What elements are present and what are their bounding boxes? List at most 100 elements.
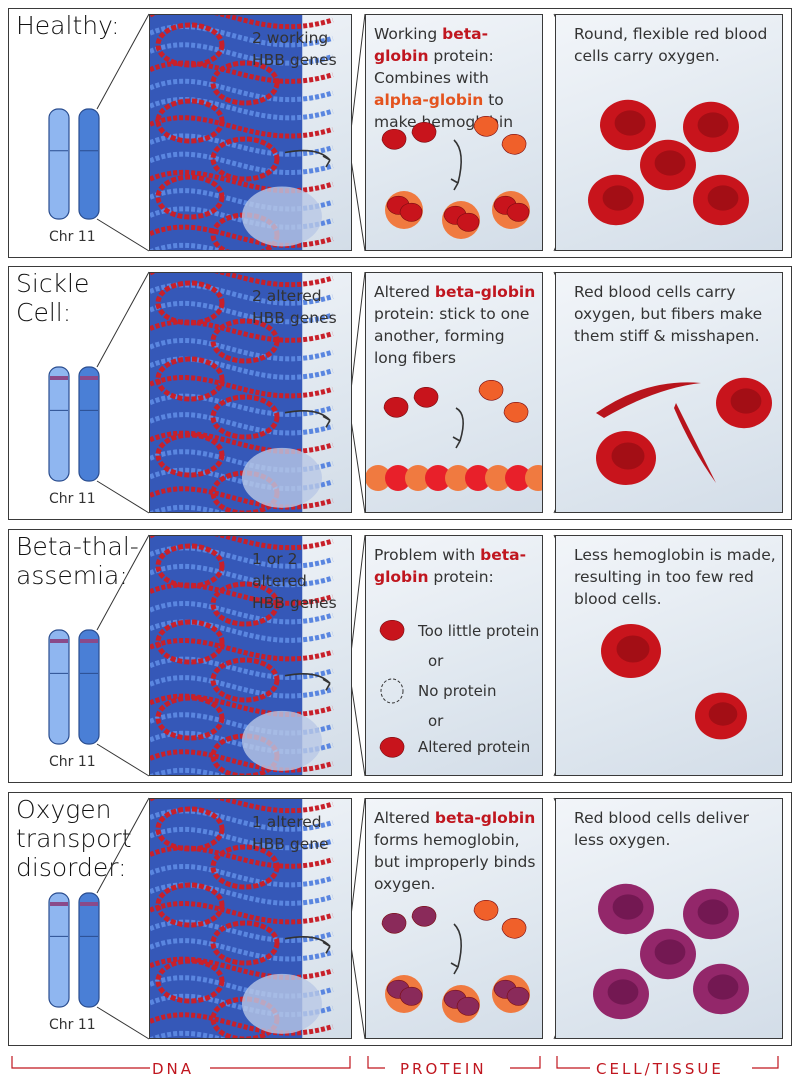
cell-panel: Less hemoglobin is made, resulting in to… bbox=[555, 535, 783, 776]
beta-globin-monomer bbox=[381, 913, 407, 934]
sickle-cell bbox=[674, 403, 716, 483]
chromosome-label: Chr 11 bbox=[49, 229, 96, 245]
arrow-icon bbox=[450, 139, 462, 191]
alpha-globin-monomer bbox=[478, 380, 504, 401]
red-blood-cell bbox=[596, 431, 656, 485]
zoom-lines bbox=[96, 534, 150, 777]
beta-globin-monomer bbox=[383, 397, 409, 418]
red-blood-cell bbox=[593, 968, 649, 1020]
red-blood-cell bbox=[683, 101, 739, 153]
alpha-globin-monomer bbox=[501, 134, 527, 155]
protein-panel: Working beta-globin protein: Combines wi… bbox=[365, 14, 543, 251]
dna-helix-illustration bbox=[150, 273, 334, 512]
alpha-globin-term: alpha-globin bbox=[374, 91, 484, 109]
protein-description: Problem with beta-globin protein: bbox=[374, 544, 542, 588]
beta-globin-term: beta-globin bbox=[374, 25, 489, 65]
or-label: or bbox=[428, 652, 444, 670]
beta-globin-monomer bbox=[413, 387, 439, 408]
protein-text: Altered bbox=[374, 809, 435, 827]
protein-option-label: Too little protein bbox=[418, 622, 540, 640]
row-title: Oxygen transport disorder: bbox=[16, 795, 132, 882]
footer-protein-label: PROTEIN bbox=[400, 1060, 487, 1078]
red-blood-cell bbox=[598, 883, 654, 935]
chromosome-label: Chr 11 bbox=[49, 1017, 96, 1033]
beta-subunit bbox=[456, 212, 480, 232]
dna-description: 2 working HBB genes bbox=[252, 29, 337, 69]
dna-panel: 1 altered HBB gene bbox=[149, 798, 352, 1039]
protein-description: Altered beta-globin protein: stick to on… bbox=[374, 281, 542, 369]
red-blood-cell bbox=[693, 174, 749, 226]
dna-panel: 2 working HBB genes bbox=[149, 14, 352, 251]
dna-helix-illustration bbox=[150, 15, 334, 250]
dna-description: 1 or 2 altered HBB genes bbox=[252, 550, 337, 612]
footer-brackets bbox=[11, 1056, 779, 1069]
dna-description: 2 altered HBB genes bbox=[252, 287, 337, 327]
arrow-icon bbox=[284, 936, 331, 954]
red-blood-cell bbox=[716, 377, 772, 429]
chromosome-label: Chr 11 bbox=[49, 491, 96, 507]
alpha-globin-monomer bbox=[501, 918, 527, 939]
dna-helix-illustration bbox=[150, 536, 334, 775]
beta-globin-monomer bbox=[381, 129, 407, 150]
cell-panel: Red blood cells deliver less oxygen. bbox=[555, 798, 783, 1039]
red-blood-cell bbox=[640, 139, 696, 191]
beta-globin-monomer bbox=[411, 122, 437, 143]
dna-description: 1 altered HBB gene bbox=[252, 813, 329, 853]
beta-globin-monomer bbox=[411, 906, 437, 927]
row-title: Sickle Cell: bbox=[16, 269, 90, 327]
protein-panel: Problem with beta-globin protein: Too lit… bbox=[365, 535, 543, 776]
cell-description: Red blood cells deliver less oxygen. bbox=[574, 809, 749, 849]
red-blood-cell bbox=[695, 692, 747, 740]
row-title: Healthy: bbox=[16, 11, 120, 40]
red-blood-cell bbox=[588, 174, 644, 226]
arrow-icon bbox=[284, 410, 331, 428]
protein-text: Problem with bbox=[374, 546, 481, 564]
beta-globin-term: beta-globin bbox=[434, 283, 536, 301]
protein-text: protein: Combines with bbox=[374, 47, 494, 87]
beta-subunit bbox=[506, 202, 530, 222]
hemoglobin-icon bbox=[442, 201, 480, 239]
beta-globin-monomer bbox=[379, 737, 405, 758]
hemoglobin-fiber bbox=[366, 465, 542, 491]
no-protein-icon bbox=[380, 678, 404, 704]
disorder-row: Sickle Cell: Chr 11 2 altered HBB genes Alt… bbox=[8, 266, 792, 520]
hemoglobin-icon bbox=[442, 985, 480, 1023]
protein-option-label: Altered protein bbox=[418, 738, 531, 756]
zoom-lines bbox=[96, 797, 150, 1040]
cell-description: Less hemoglobin is made, resulting in to… bbox=[574, 546, 776, 608]
row-title: Beta-thal- assemia: bbox=[16, 532, 139, 590]
protein-panel: Altered beta-globin protein: stick to on… bbox=[365, 272, 543, 513]
red-blood-cell bbox=[640, 928, 696, 980]
beta-globin-term: beta-globin bbox=[374, 546, 527, 586]
beta-subunit bbox=[399, 202, 423, 222]
protein-text: forms hemoglobin, but improperly binds o… bbox=[374, 831, 536, 893]
protein-description: Altered beta-globin forms hemoglobin, bu… bbox=[374, 807, 542, 895]
cell-description: Round, flexible red blood cells carry ox… bbox=[574, 25, 768, 65]
hemoglobin-icon bbox=[385, 975, 423, 1013]
hemoglobin-icon bbox=[385, 191, 423, 229]
beta-subunit bbox=[506, 986, 530, 1006]
arrow-icon bbox=[450, 923, 462, 975]
alpha-globin-monomer bbox=[473, 900, 499, 921]
red-blood-cell bbox=[601, 624, 661, 678]
protein-description: Working beta-globin protein: Combines wi… bbox=[374, 23, 542, 133]
arrow-icon bbox=[284, 673, 331, 691]
protein-panel: Altered beta-globin forms hemoglobin, bu… bbox=[365, 798, 543, 1039]
protein-text: Altered bbox=[374, 283, 435, 301]
beta-globin-monomer bbox=[379, 620, 405, 641]
beta-subunit bbox=[456, 996, 480, 1016]
disorder-row: Healthy: Chr 11 2 working HBB genes Working… bbox=[8, 8, 792, 258]
arrow-icon bbox=[452, 407, 464, 449]
protein-option-label: No protein bbox=[418, 682, 497, 700]
alpha-globin-monomer bbox=[473, 116, 499, 137]
red-blood-cell bbox=[683, 888, 739, 940]
hemoglobin-icon bbox=[492, 191, 530, 229]
chromosome-icon bbox=[48, 892, 100, 1008]
beta-globin-term: beta-globin bbox=[434, 809, 536, 827]
protein-text: protein: stick to one another, forming l… bbox=[374, 305, 530, 367]
cell-panel: Round, flexible red blood cells carry ox… bbox=[555, 14, 783, 251]
hemoglobin-icon bbox=[492, 975, 530, 1013]
dna-panel: 2 altered HBB genes bbox=[149, 272, 352, 513]
cell-panel: Red blood cells carry oxygen, but fibers… bbox=[555, 272, 783, 513]
